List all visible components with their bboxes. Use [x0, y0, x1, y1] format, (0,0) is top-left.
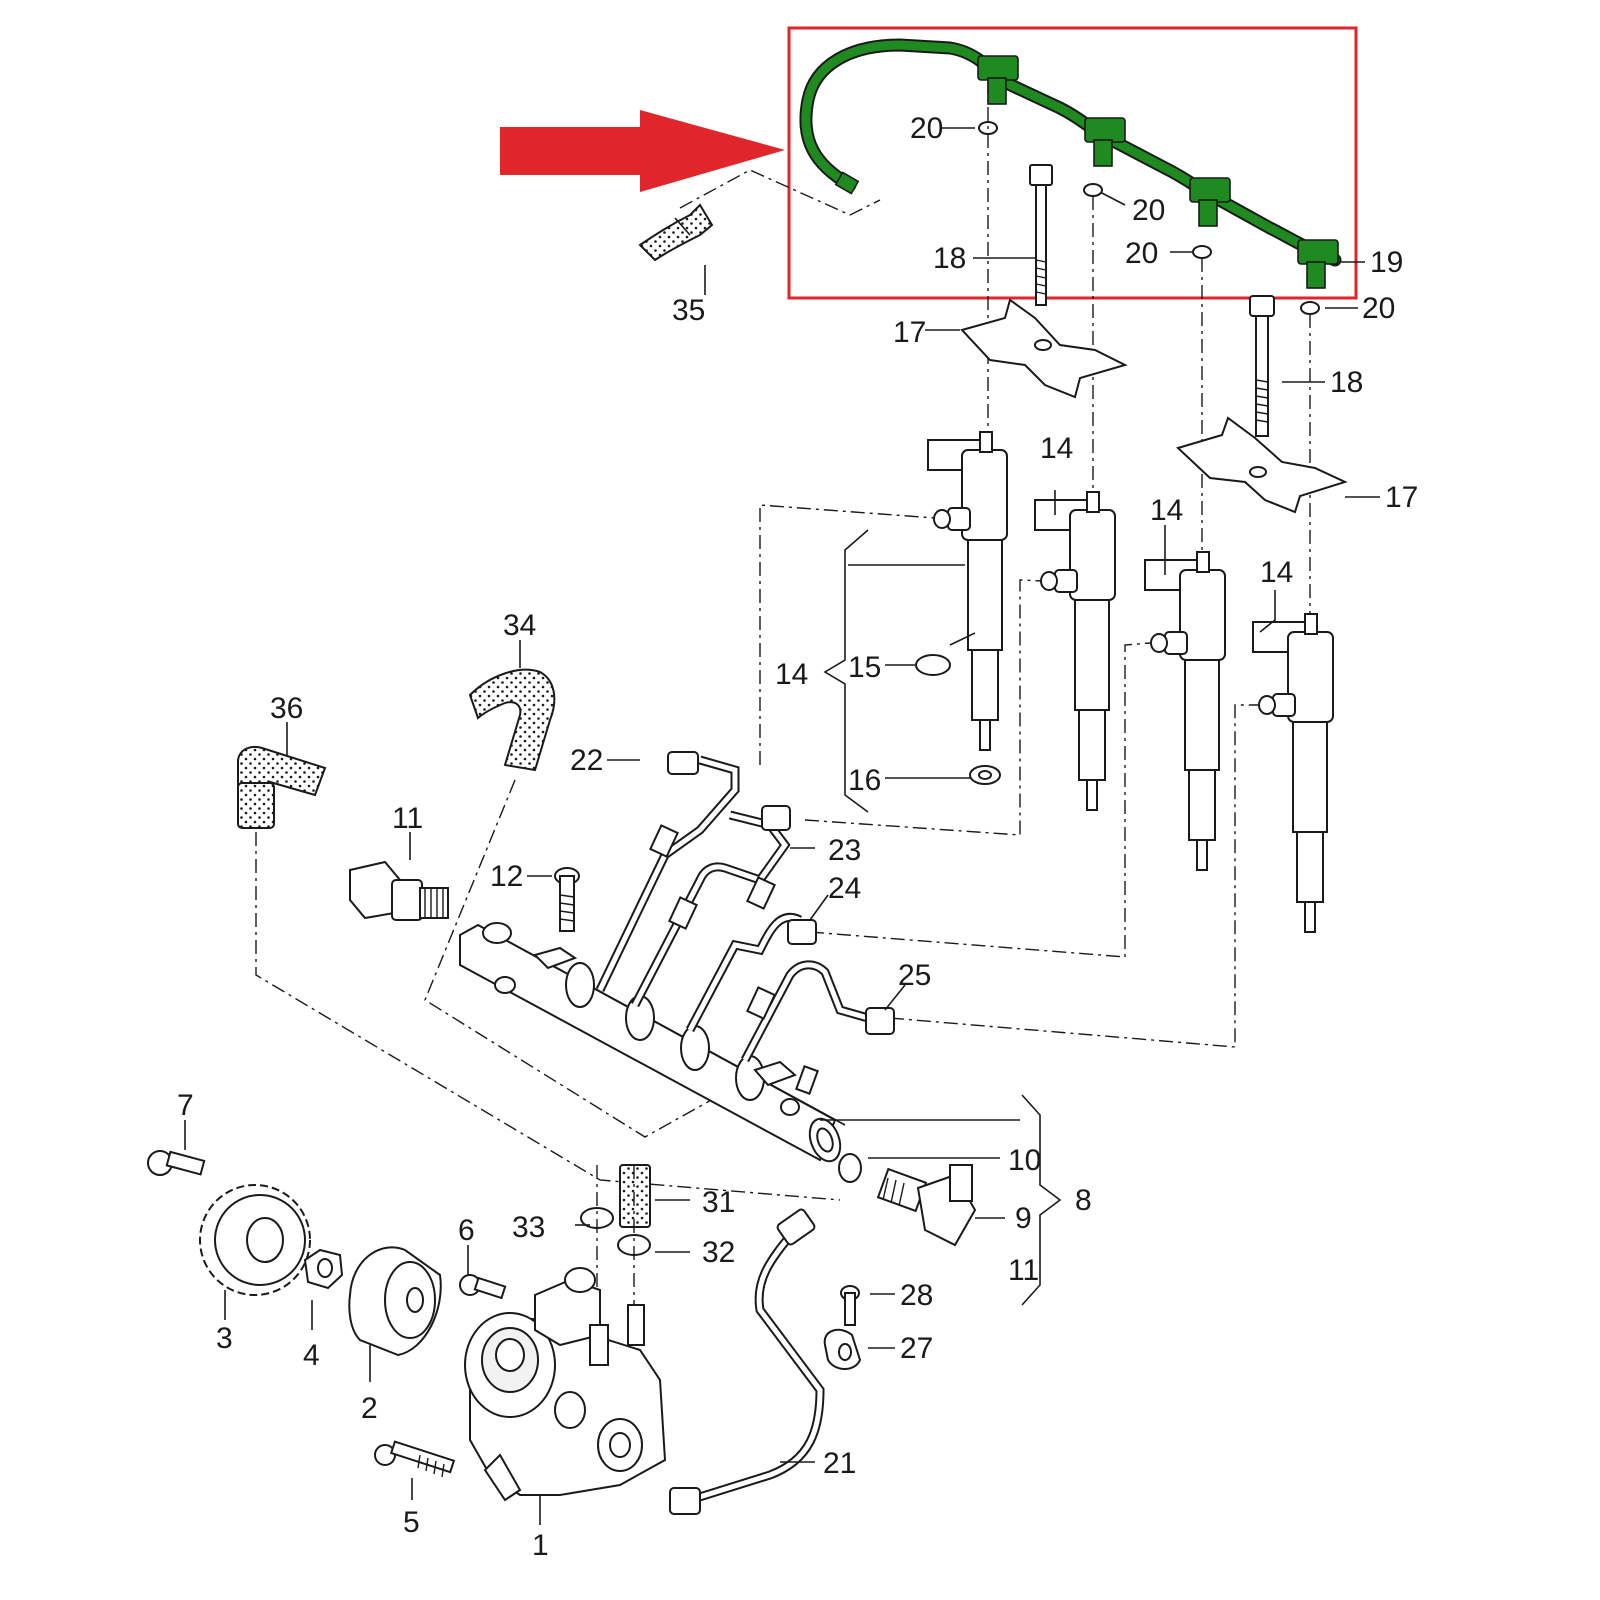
label-21: 21	[823, 1447, 856, 1480]
label-28: 28	[900, 1279, 933, 1312]
seal-ring-15[interactable]	[915, 654, 951, 676]
label-20d: 20	[1362, 292, 1395, 325]
label-4: 4	[303, 1339, 320, 1372]
label-27: 27	[900, 1332, 933, 1365]
label-33: 33	[512, 1211, 545, 1244]
bolt-18-left[interactable]	[1029, 164, 1053, 306]
bolt-28[interactable]	[840, 1285, 860, 1326]
label-16: 16	[848, 764, 881, 797]
clamp-17-left[interactable]	[960, 298, 1128, 399]
label-14b: 14	[1040, 432, 1073, 465]
label-6: 6	[458, 1214, 475, 1247]
label-31: 31	[702, 1186, 735, 1219]
label-14c: 14	[1150, 494, 1183, 527]
hp-line-22[interactable]	[595, 751, 740, 992]
hose-35[interactable]	[638, 203, 714, 262]
label-2: 2	[361, 1392, 378, 1425]
pressure-regulator-9[interactable]	[876, 1164, 977, 1247]
injector-2[interactable]	[1034, 491, 1116, 811]
label-19: 19	[1370, 246, 1403, 279]
label-25: 25	[898, 959, 931, 992]
label-7: 7	[177, 1089, 194, 1122]
seal-washer-16[interactable]	[969, 765, 1001, 785]
highlight-box	[787, 26, 1358, 300]
pointer-arrow	[500, 110, 785, 192]
label-20a: 20	[910, 112, 943, 145]
label-10: 10	[1008, 1144, 1041, 1177]
label-1: 1	[532, 1529, 549, 1562]
label-9: 9	[1015, 1202, 1032, 1235]
bolt-12[interactable]	[554, 867, 580, 932]
pressure-sensor-11[interactable]	[349, 860, 449, 921]
bolt-18-right[interactable]	[1249, 295, 1275, 437]
label-18b: 18	[1330, 366, 1363, 399]
bolt-5[interactable]	[374, 1440, 456, 1478]
label-18a: 18	[933, 242, 966, 275]
hp-line-25[interactable]	[741, 960, 895, 1063]
hose-34[interactable]	[468, 668, 556, 772]
label-22: 22	[570, 744, 603, 777]
label-11b: 11	[1008, 1254, 1039, 1287]
label-14d: 14	[1260, 556, 1293, 589]
label-17b: 17	[1385, 481, 1418, 514]
hp-line-24[interactable]	[686, 876, 817, 1033]
label-36: 36	[270, 692, 303, 725]
label-20b: 20	[1132, 194, 1165, 227]
seal-ring-10[interactable]	[838, 1153, 862, 1183]
injector-4[interactable]	[1252, 613, 1334, 933]
label-11a: 11	[392, 802, 423, 835]
label-3: 3	[216, 1322, 233, 1355]
label-24: 24	[828, 872, 861, 905]
fuel-line-21[interactable]	[669, 1208, 825, 1515]
label-20c: 20	[1125, 237, 1158, 270]
fuel-return-line[interactable]	[799, 38, 1342, 289]
bolt-7[interactable]	[147, 1150, 206, 1176]
label-8: 8	[1075, 1184, 1092, 1217]
hose-36[interactable]	[237, 745, 327, 829]
label-15: 15	[848, 651, 881, 684]
hose-31[interactable]	[619, 1164, 651, 1228]
sprocket-3[interactable]	[199, 1184, 311, 1296]
callout-labels: 20 20 20 20 19 18 18 17 17 35 14 14 14 1…	[177, 112, 1418, 1562]
label-5: 5	[403, 1506, 420, 1539]
injector-1[interactable]	[927, 431, 1008, 751]
label-14a: 14	[775, 658, 808, 691]
injector-3[interactable]	[1144, 551, 1226, 871]
label-34: 34	[503, 609, 536, 642]
clip-27[interactable]	[823, 1328, 862, 1370]
hp-line-23[interactable]	[631, 805, 791, 1008]
label-32: 32	[702, 1236, 735, 1269]
bolt-6[interactable]	[459, 1274, 507, 1300]
label-23: 23	[828, 834, 861, 867]
label-12: 12	[490, 860, 523, 893]
label-17a: 17	[893, 316, 926, 349]
hub-2[interactable]	[348, 1246, 442, 1357]
fuel-rail[interactable]	[459, 922, 846, 1165]
label-35: 35	[672, 294, 705, 327]
nut-4[interactable]	[303, 1248, 344, 1290]
high-pressure-pump[interactable]	[464, 1267, 667, 1502]
clamp-17-right[interactable]	[1176, 416, 1348, 514]
